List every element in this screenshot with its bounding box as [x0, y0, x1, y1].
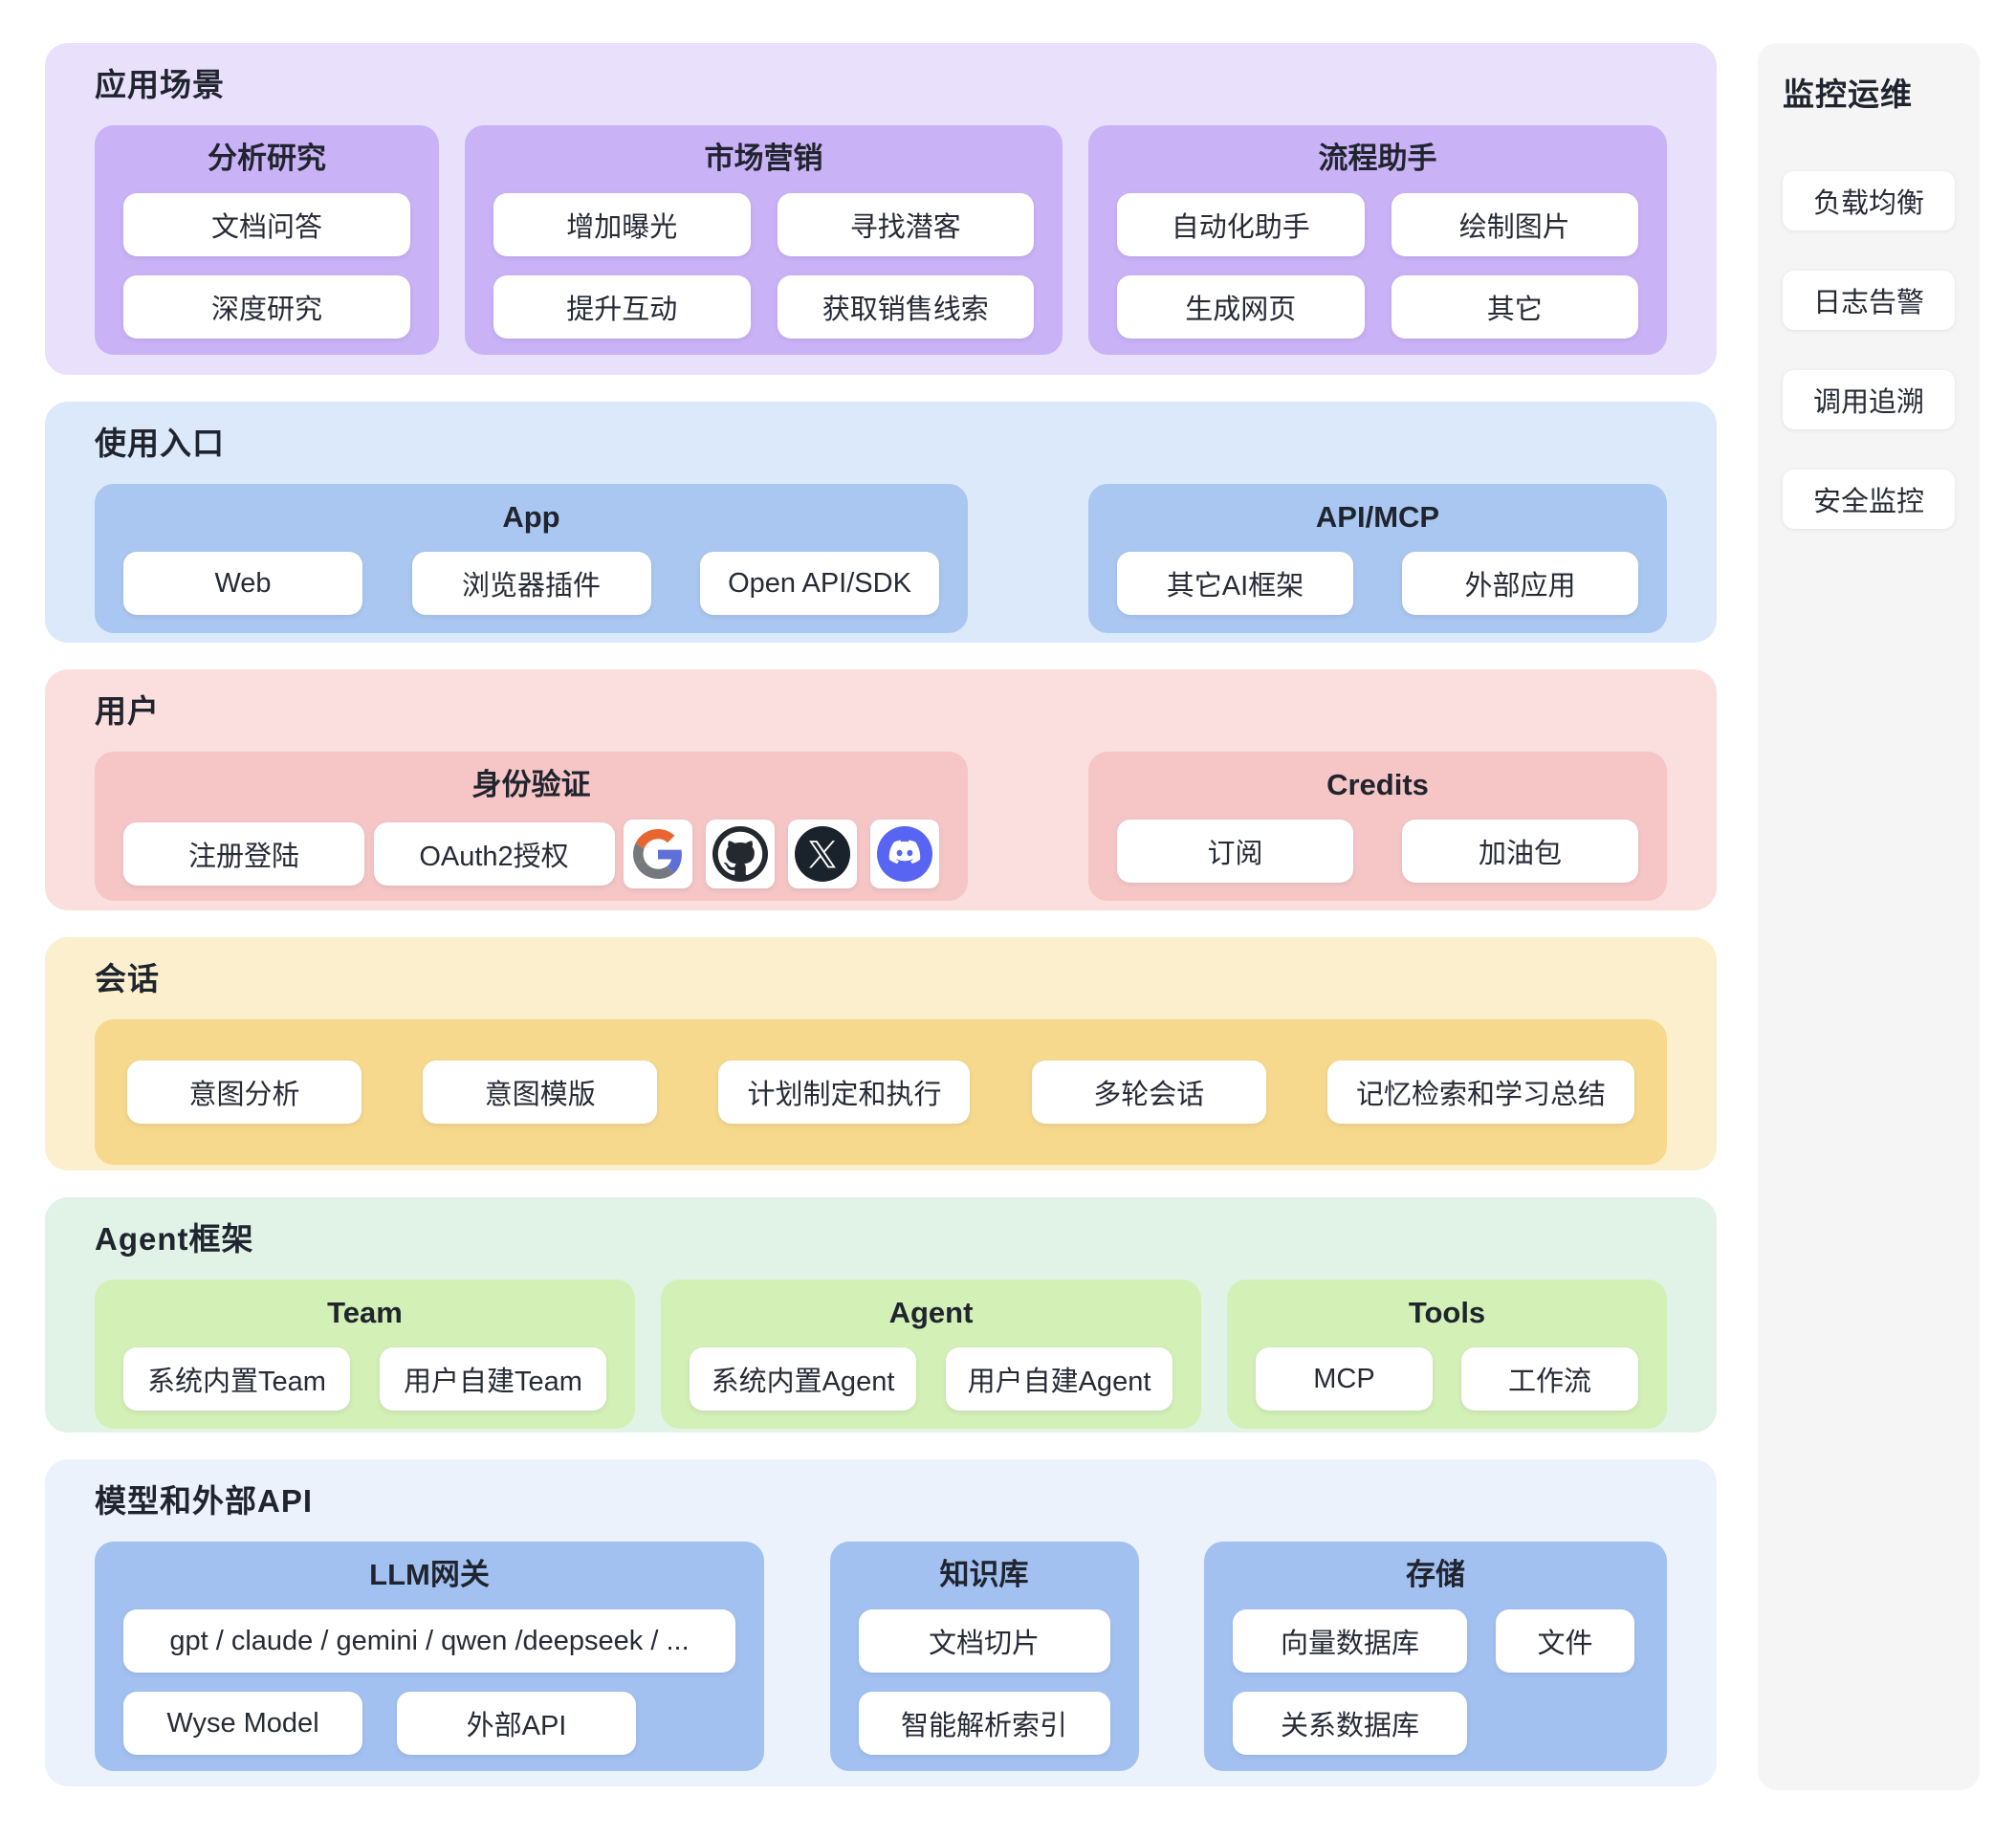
panel-marketing: 市场营销 增加曝光寻找潜客提升互动获取销售线索 [465, 125, 1063, 355]
section-title: 应用场景 [95, 67, 225, 102]
diagram-box: 多轮会话 [1031, 1061, 1266, 1124]
diagram-box: 寻找潜客 [777, 193, 1034, 256]
diagram-box: 外部应用 [1402, 552, 1638, 615]
diagram-box: 绘制图片 [1391, 193, 1638, 256]
panel-api-mcp: API/MCP 其它AI框架外部应用 [1088, 484, 1667, 633]
panel-llm-gateway: LLM网关 gpt / claude / gemini / qwen /deep… [95, 1542, 764, 1771]
panel-title: LLM网关 [369, 1558, 490, 1591]
x-icon [788, 820, 857, 888]
panel-title: 流程助手 [1318, 142, 1437, 175]
diagram-box: 意图分析 [127, 1061, 362, 1124]
diagram-box: 文档问答 [123, 193, 410, 256]
diagram-box: 关系数据库 [1233, 1692, 1467, 1755]
section-title: 用户 [95, 693, 160, 729]
panel-knowledge-base: 知识库 文档切片智能解析索引 [829, 1542, 1139, 1771]
main-column: 应用场景 分析研究 文档问答深度研究 市场营销 增加曝光寻找潜客提升互动获取销售… [45, 43, 1717, 1838]
section-title: 模型和外部API [95, 1483, 314, 1519]
panel-auth: 身份验证 注册登陆 OAuth2授权 [95, 752, 968, 901]
panel-title: API/MCP [1315, 500, 1440, 534]
diagram-box: 生成网页 [1117, 275, 1365, 339]
diagram-box: 外部API [397, 1692, 636, 1755]
diagram-box: 记忆检索和学习总结 [1326, 1061, 1634, 1124]
diagram-box: 浏览器插件 [411, 552, 651, 615]
section-models-external-api: 模型和外部API LLM网关 gpt / claude / gemini / q… [45, 1459, 1717, 1786]
diagram-box: 用户自建Agent [946, 1347, 1172, 1411]
diagram-box: 向量数据库 [1233, 1609, 1467, 1673]
diagram-box: 其它 [1391, 275, 1638, 339]
panel-title: 存储 [1406, 1558, 1465, 1591]
diagram-box: 安全监控 [1783, 470, 1955, 529]
panel-title: 身份验证 [471, 768, 591, 801]
panel-title: 市场营销 [704, 142, 823, 175]
diagram-box: 调用追溯 [1783, 370, 1955, 429]
diagram-box: OAuth2授权 [373, 822, 615, 886]
diagram-box: 日志告警 [1783, 271, 1955, 330]
diagram-box: Wyse Model [123, 1692, 362, 1755]
diagram-box: 系统内置Team [123, 1347, 350, 1411]
panel-title: Credits [1326, 768, 1429, 801]
diagram-box: Open API/SDK [700, 552, 939, 615]
panel-tools: Tools MCP 工作流 [1227, 1280, 1667, 1429]
panel-title: App [502, 500, 560, 534]
diagram-box: 注册登陆 [123, 822, 364, 886]
diagram-box: 计划制定和执行 [718, 1061, 971, 1124]
diagram-box: 深度研究 [123, 275, 410, 339]
panel-agent: Agent 系统内置Agent 用户自建Agent [661, 1280, 1201, 1429]
sidebar-title: 监控运维 [1783, 77, 1913, 112]
diagram-box: MCP [1256, 1347, 1433, 1411]
diagram-box: 加油包 [1402, 820, 1638, 883]
section-user: 用户 身份验证 注册登陆 OAuth2授权 [45, 669, 1717, 910]
section-title: 使用入口 [95, 426, 225, 461]
panel-title: 知识库 [939, 1558, 1029, 1591]
github-icon [706, 820, 775, 888]
section-title: Agent框架 [95, 1221, 254, 1257]
google-icon [624, 820, 692, 888]
panel-app: App Web 浏览器插件 Open API/SDK [95, 484, 968, 633]
diagram-box: 提升互动 [493, 275, 751, 339]
panel-title: 分析研究 [208, 142, 326, 175]
section-session: 会话 意图分析意图模版计划制定和执行多轮会话记忆检索和学习总结 [45, 937, 1717, 1171]
diagram-box: 文件 [1496, 1609, 1634, 1673]
panel-title: Team [327, 1296, 403, 1329]
panel-title: Tools [1408, 1296, 1486, 1329]
diagram-box: 订阅 [1117, 820, 1353, 883]
diagram-box: 工作流 [1461, 1347, 1638, 1411]
section-agent-framework: Agent框架 Team 系统内置Team 用户自建Team Agent 系统内置… [45, 1197, 1717, 1433]
diagram-box: 智能解析索引 [858, 1692, 1110, 1755]
oauth-provider-icons [624, 820, 939, 888]
panel-team: Team 系统内置Team 用户自建Team [95, 1280, 635, 1429]
diagram-box: 自动化助手 [1117, 193, 1365, 256]
panel-storage: 存储 向量数据库 文件 关系数据库 [1204, 1542, 1667, 1771]
diagram-box: 其它AI框架 [1117, 552, 1353, 615]
panel-workflow-assistant: 流程助手 自动化助手绘制图片生成网页其它 [1088, 125, 1667, 355]
sidebar-monitoring-ops: 监控运维 负载均衡日志告警调用追溯安全监控 [1758, 43, 1980, 1790]
diagram-box: 负载均衡 [1783, 171, 1955, 230]
diagram-box: Web [123, 552, 362, 615]
diagram-box: gpt / claude / gemini / qwen /deepseek /… [123, 1609, 735, 1673]
diagram-box: 文档切片 [858, 1609, 1110, 1673]
diagram-box: 增加曝光 [493, 193, 751, 256]
diagram-box: 意图模版 [423, 1061, 658, 1124]
panel-title: Agent [888, 1296, 974, 1329]
diagram-box: 系统内置Agent [690, 1347, 916, 1411]
panel-session: 意图分析意图模版计划制定和执行多轮会话记忆检索和学习总结 [95, 1019, 1667, 1165]
section-scenarios: 应用场景 分析研究 文档问答深度研究 市场营销 增加曝光寻找潜客提升互动获取销售… [45, 43, 1717, 375]
diagram-box: 获取销售线索 [777, 275, 1034, 339]
diagram-box: 用户自建Team [380, 1347, 606, 1411]
discord-icon [870, 820, 939, 888]
panel-research: 分析研究 文档问答深度研究 [95, 125, 439, 355]
panel-credits: Credits 订阅加油包 [1088, 752, 1667, 901]
section-entry: 使用入口 App Web 浏览器插件 Open API/SDK API/MCP 其它… [45, 402, 1717, 643]
section-title: 会话 [95, 961, 160, 996]
